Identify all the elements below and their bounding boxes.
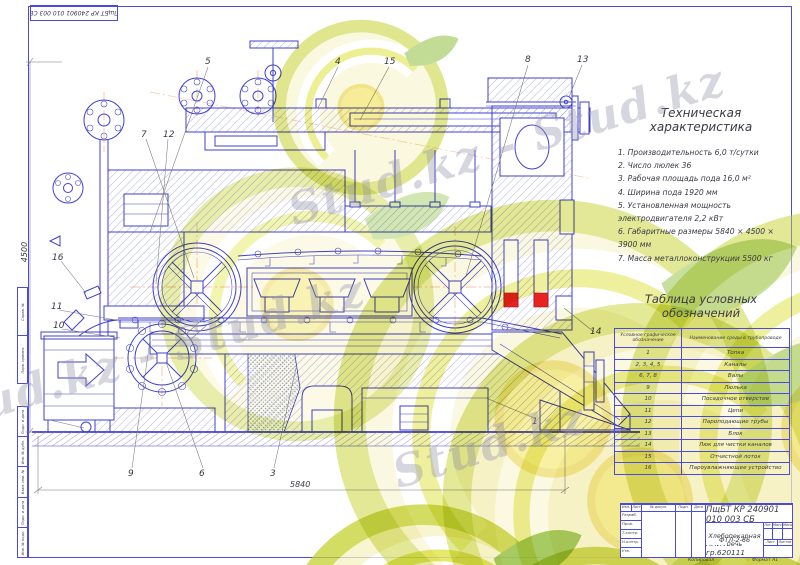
title-block-doc-number: ПщБТ КР 240901 010 003 СБ — [705, 504, 792, 522]
sprocket-wheel — [178, 77, 216, 115]
tech-spec-item: 1. Производительность 6,0 т/сутки — [618, 148, 759, 157]
sprocket-wheel — [83, 99, 125, 141]
legend-block: Таблица условных обозначений Условное гр… — [610, 292, 792, 475]
kopiroval-label: Копировал — [688, 558, 715, 563]
callout-8: 8 — [525, 55, 531, 65]
tech-spec-block: Техническая характеристика 1. Производит… — [610, 106, 792, 265]
callout-12: 12 — [163, 130, 175, 140]
tech-spec-item: 3. Рабочая площадь пода 16,0 м² — [618, 174, 751, 184]
callout-13: 13 — [577, 55, 589, 65]
callout-9: 9 — [128, 469, 134, 479]
drawing-title: Хлебопекарная печь ФТЛ-2-66 — [705, 522, 763, 557]
loading-conveyor — [40, 331, 118, 433]
dimension-height: 4500 — [20, 57, 62, 437]
callout-16: 16 — [52, 253, 64, 263]
tech-spec-item: 5. Установленная мощность электродвигате… — [618, 200, 731, 224]
title-block: Изм. Лист № докум. Подп. Дата Разраб. Пр… — [620, 503, 793, 558]
steam-humidifier — [83, 285, 102, 300]
callout-10: 10 — [53, 321, 65, 331]
tech-spec-item: 4. Ширина пода 1920 мм — [618, 187, 718, 197]
callout-5: 5 — [205, 57, 211, 67]
sprocket-wheel — [239, 77, 277, 115]
callout-7: 7 — [141, 130, 147, 140]
organization: КНИТУ гр.620111 — [705, 545, 763, 557]
format-label: Формат А1 — [752, 558, 779, 563]
svg-text:5840: 5840 — [290, 480, 310, 489]
legend-title: Таблица условных обозначений — [644, 292, 758, 320]
tech-spec-title: Техническая характеристика — [649, 106, 753, 134]
tech-spec-item: 2. Число люлек 36 — [618, 161, 692, 171]
feed-arrow-icon — [57, 352, 105, 388]
side-stamp-group: Подп. и дата Инв. № дубл. Взам. инв. № П… — [17, 406, 28, 558]
studkz-logo-icon — [280, 26, 459, 189]
svg-text:4500: 4500 — [20, 242, 29, 262]
legend-header-col1: Условное графическое обозначение — [614, 328, 682, 348]
callout-3: 3 — [270, 469, 276, 479]
sprocket-wheel — [52, 172, 84, 204]
tech-spec-item: 7. Масса металлоконструкции 5500 кг — [618, 253, 773, 263]
tech-spec-item: 6. Габаритные размеры 5840 × 4500 × 3900… — [618, 227, 774, 250]
legend-table: Условное графическое обозначение Наимено… — [614, 328, 790, 475]
callout-11: 11 — [51, 302, 62, 312]
callout-6: 6 — [199, 469, 205, 479]
legend-header-col2: Наименование среды в трубопроводе — [681, 328, 790, 348]
side-stamp-group: Справ. № Перв. примен. — [17, 287, 28, 384]
